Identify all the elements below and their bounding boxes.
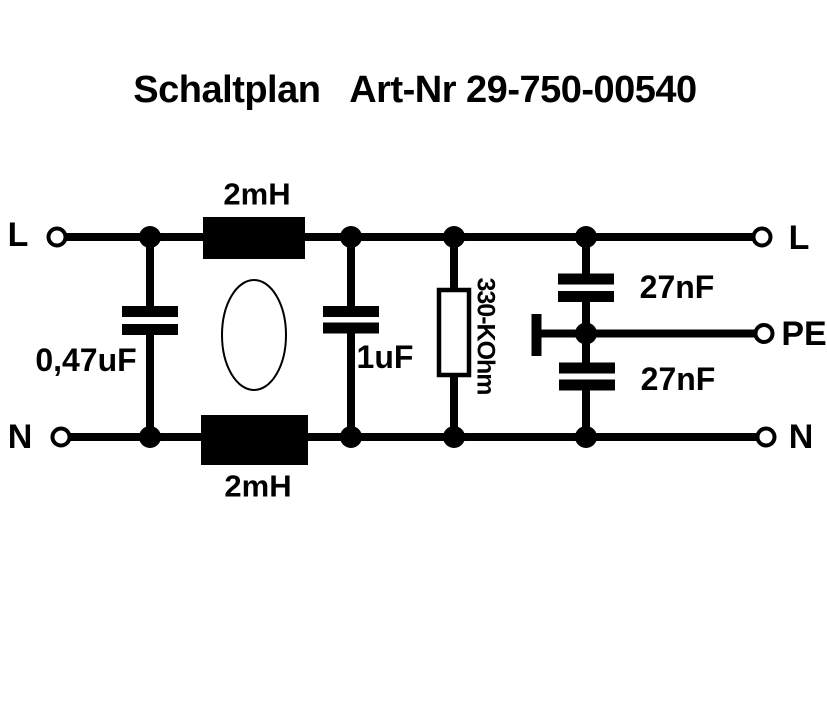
inductor-bottom-body <box>201 415 308 465</box>
terminal-label-pe-right: PE <box>781 315 827 353</box>
capacitor-line-value: 1uF <box>356 339 414 375</box>
terminal-circle-neutral-right <box>755 426 777 448</box>
terminal-circle-line-left <box>46 226 68 248</box>
choke-core-ellipse <box>221 279 287 391</box>
inductor-bottom-value: 2mH <box>224 468 292 504</box>
inductor-top-body <box>203 217 305 259</box>
inductor-top-value: 2mH <box>223 176 291 212</box>
resistor-body <box>436 287 472 378</box>
junction-dots <box>139 226 597 448</box>
resistor-value: 330-KOhm <box>471 277 500 395</box>
capacitor-pe-top-value: 27nF <box>639 269 715 305</box>
junction-dot <box>575 226 597 248</box>
junction-dot <box>443 426 465 448</box>
junction-dot <box>340 226 362 248</box>
terminal-label-line-left: L <box>7 216 29 254</box>
terminal-label-neutral-left: N <box>7 418 33 456</box>
terminal-label-line-right: L <box>788 219 810 257</box>
capacitor-pe-bottom-value: 27nF <box>640 361 716 397</box>
junction-dot <box>443 226 465 248</box>
terminal-circle-pe-right <box>753 323 775 344</box>
junction-dot <box>575 322 597 345</box>
junction-dot <box>139 226 161 248</box>
terminal-label-neutral-right: N <box>788 418 814 456</box>
terminal-circle-line-right <box>751 226 773 248</box>
capacitor-input-value: 0,47uF <box>35 342 137 378</box>
diagram-title: Schaltplan Art-Nr 29-750-00540 <box>133 69 697 111</box>
junction-dot <box>575 426 597 448</box>
junction-dot <box>139 426 161 448</box>
terminal-circle-neutral-left <box>50 426 72 448</box>
junction-dot <box>340 426 362 448</box>
